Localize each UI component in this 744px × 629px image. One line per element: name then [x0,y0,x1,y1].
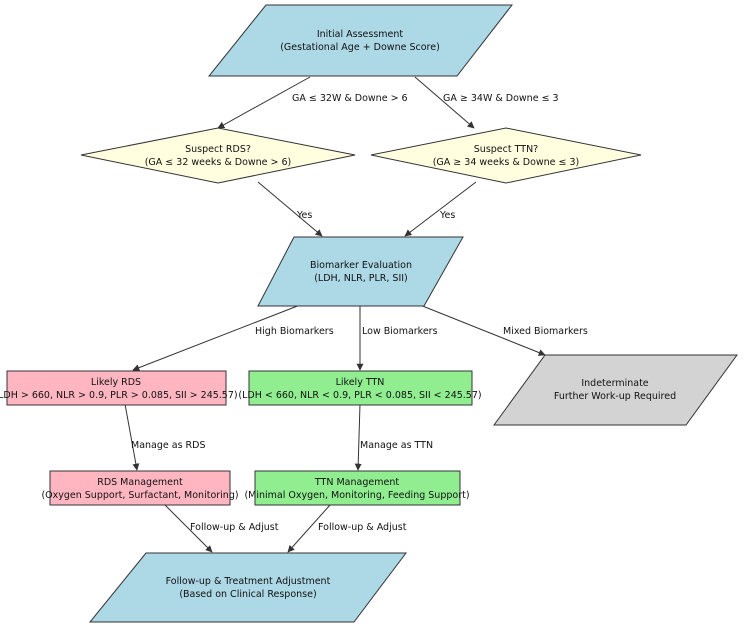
node-biomarker-line2: (LDH, NLR, PLR, SII) [314,273,408,284]
edge-rds-mgmt-to-followup [164,504,213,553]
node-suspect-rds: Suspect RDS? (GA ≤ 32 weeks & Downe > 6) [80,127,356,184]
edge-label-follow-rds: Follow-up & Adjust [190,522,279,533]
edge-label-ttn-yes: Yes [439,210,455,221]
edge-rds-q-to-biomarker [257,181,323,237]
node-ttn-management: TTN Management (Minimal Oxygen, Monitori… [244,470,470,506]
edge-label-rds-yes: Yes [296,210,312,221]
node-followup: Follow-up & Treatment Adjustment (Based … [88,552,408,623]
node-initial-line2: (Gestational Age + Downe Score) [280,42,440,53]
edge-label-to-ttn-q: GA ≥ 34W & Downe ≤ 3 [443,93,559,104]
edge-label-manage-rds: Manage as RDS [131,440,206,451]
edge-label-follow-ttn: Follow-up & Adjust [318,522,407,533]
node-likely-rds-line2: (LDH > 660, NLR > 0.9, PLR > 0.085, SII … [0,390,238,401]
node-likely-ttn-line1: Likely TTN [336,377,385,388]
edge-biomarker-to-indeterminate [419,304,546,356]
node-biomarker-evaluation: Biomarker Evaluation (LDH, NLR, PLR, SII… [257,236,464,307]
node-suspect-ttn: Suspect TTN? (GA ≥ 34 weeks & Downe ≤ 3) [370,127,642,184]
node-likely-rds-line1: Likely RDS [91,377,141,388]
edge-ttn-q-to-biomarker [404,181,477,237]
node-rds-mgmt-line2: (Oxygen Support, Surfactant, Monitoring) [41,490,238,501]
edge-labels: GA ≤ 32W & Downe > 6 GA ≥ 34W & Downe ≤ … [131,93,588,533]
edge-label-to-rds-q: GA ≤ 32W & Downe > 6 [292,93,408,104]
node-biomarker-line1: Biomarker Evaluation [310,260,412,271]
node-followup-line1: Follow-up & Treatment Adjustment [166,576,331,587]
edge-biomarker-to-likely-rds [132,304,301,371]
node-likely-ttn: Likely TTN (LDH < 660, NLR < 0.9, PLR < … [238,370,482,406]
edge-label-low: Low Biomarkers [362,326,438,337]
edge-label-manage-ttn: Manage as TTN [360,440,433,451]
edge-likely-rds-to-rds-mgmt [124,403,140,471]
node-ttn-q-line1: Suspect TTN? [474,144,538,155]
node-initial-line1: Initial Assessment [317,29,404,40]
node-indeterminate-line2: Further Work-up Required [554,391,676,402]
edge-ttn-mgmt-to-followup [287,504,331,553]
node-rds-q-line2: (GA ≤ 32 weeks & Downe > 6) [145,157,292,168]
edge-likely-ttn-to-ttn-mgmt [354,403,362,471]
node-rds-q-line1: Suspect RDS? [185,144,251,155]
edge-label-mixed: Mixed Biomarkers [503,326,588,337]
node-ttn-mgmt-line1: TTN Management [314,477,399,488]
edge-initial-to-ttn-q [414,76,475,129]
node-initial-assessment: Initial Assessment (Gestational Age + Do… [207,4,514,77]
node-indeterminate: Indeterminate Further Work-up Required [493,354,738,426]
node-rds-management: RDS Management (Oxygen Support, Surfacta… [41,470,239,506]
node-followup-line2: (Based on Clinical Response) [179,589,316,600]
node-rds-mgmt-line1: RDS Management [97,477,183,488]
node-ttn-q-line2: (GA ≥ 34 weeks & Downe ≤ 3) [433,157,580,168]
node-likely-rds: Likely RDS (LDH > 660, NLR > 0.9, PLR > … [0,370,238,406]
node-likely-ttn-line2: (LDH < 660, NLR < 0.9, PLR < 0.085, SII … [238,390,481,401]
node-indeterminate-line1: Indeterminate [581,378,648,389]
edge-label-high: High Biomarkers [255,326,334,337]
edge-initial-to-rds-q [217,76,311,129]
edges [124,76,546,553]
node-ttn-mgmt-line2: (Minimal Oxygen, Monitoring, Feeding Sup… [244,490,469,501]
